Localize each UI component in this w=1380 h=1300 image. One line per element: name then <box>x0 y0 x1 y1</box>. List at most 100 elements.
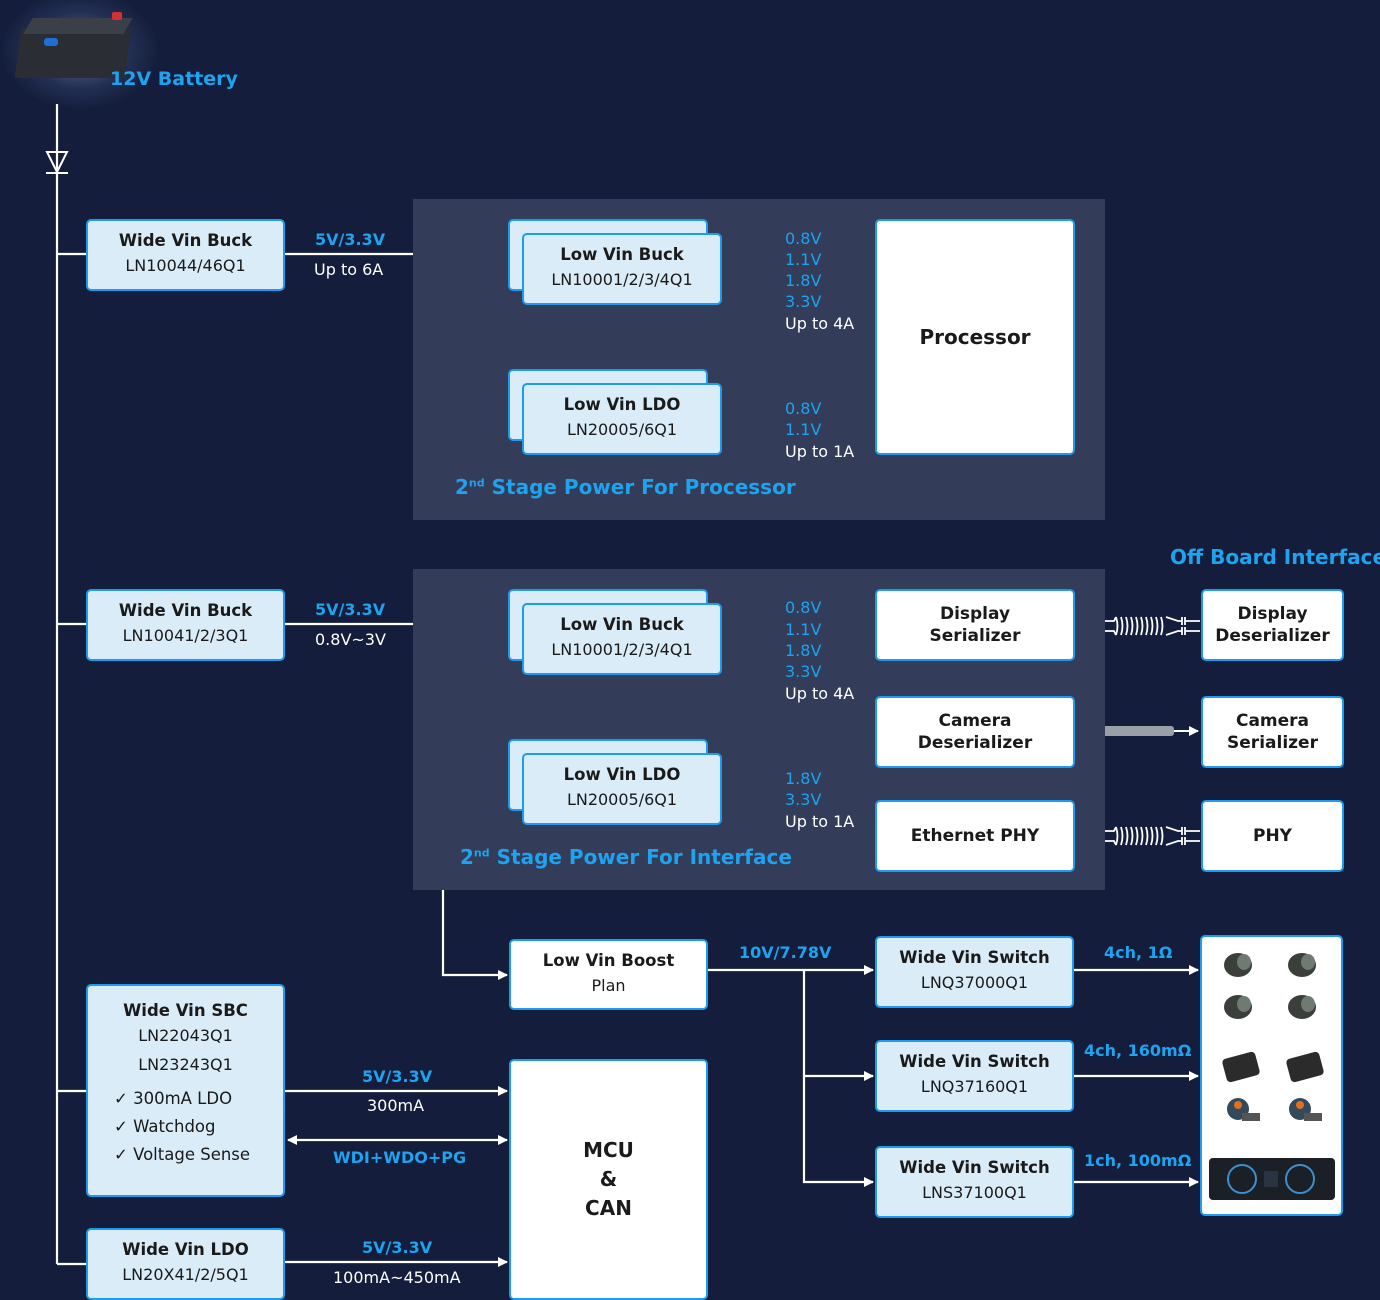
ldo-current: 100mA~450mA <box>333 1268 461 1287</box>
switch3-spec: 1ch, 100mΩ <box>1084 1151 1192 1170</box>
sbc-voltage: 5V/3.3V <box>362 1067 433 1086</box>
box-title: Wide Vin Switch <box>899 1052 1050 1071</box>
box-title: Low Vin LDO <box>563 395 681 414</box>
sbc-feature: Watchdog <box>114 1113 250 1141</box>
camera-deserializer[interactable]: Camera Deserializer <box>875 696 1075 768</box>
buck1-current: Up to 6A <box>314 260 384 279</box>
lvldo1-current: Up to 1A <box>785 442 855 461</box>
sensor-devices-panel <box>1200 935 1343 1216</box>
box-title: Wide Vin Buck <box>118 231 253 250</box>
switch1-spec: 4ch, 1Ω <box>1104 943 1173 962</box>
low-vin-buck-2[interactable]: Low Vin Buck LN10001/2/3/4Q1 <box>522 603 722 675</box>
wide-vin-switch-1[interactable]: Wide Vin Switch LNQ37000Q1 <box>875 936 1074 1008</box>
lvbuck1-out-3: 3.3V <box>785 292 822 311</box>
diode-symbol <box>45 151 69 175</box>
box-title: Wide Vin Buck <box>118 601 253 620</box>
lvbuck2-out-1: 1.1V <box>785 620 822 639</box>
stage-number: 2 <box>455 475 469 499</box>
box-title: Wide Vin Switch <box>899 1158 1050 1177</box>
stage-suffix: nd <box>473 846 490 860</box>
mcu-line3: CAN <box>585 1196 632 1220</box>
box-line2: Serializer <box>929 626 1021 646</box>
sbc-feature: Voltage Sense <box>114 1141 250 1169</box>
wide-vin-buck-1[interactable]: Wide Vin Buck LN10044/46Q1 <box>86 219 285 291</box>
box-part: LNQ37000Q1 <box>920 973 1029 992</box>
box-line1: Display <box>1237 604 1308 624</box>
low-vin-ldo-1[interactable]: Low Vin LDO LN20005/6Q1 <box>522 383 722 455</box>
ethernet-phy[interactable]: Ethernet PHY <box>875 800 1075 872</box>
box-sub: Plan <box>591 975 626 995</box>
box-title: Low Vin Buck <box>560 245 684 264</box>
mcu-line2: & <box>599 1167 618 1191</box>
lvldo1-out-1: 1.1V <box>785 420 822 439</box>
box-part: LNQ37160Q1 <box>920 1077 1029 1096</box>
box-title: Low Vin Boost <box>542 950 675 970</box>
lvldo2-out-1: 3.3V <box>785 790 822 809</box>
processor-stage-label: 2nd Stage Power For Processor <box>455 475 796 499</box>
ldo-voltage: 5V/3.3V <box>362 1238 433 1257</box>
lvbuck1-current: Up to 4A <box>785 314 855 333</box>
box-line1: Display <box>939 604 1011 624</box>
box-label: Ethernet PHY <box>910 826 1040 846</box>
lvbuck1-out-2: 1.8V <box>785 271 822 290</box>
wide-vin-switch-3[interactable]: Wide Vin Switch LNS37100Q1 <box>875 1146 1074 1218</box>
sbc-feature-list: 300mA LDO Watchdog Voltage Sense <box>114 1085 250 1169</box>
lvbuck1-out-1: 1.1V <box>785 250 822 269</box>
switch2-spec: 4ch, 160mΩ <box>1084 1041 1192 1060</box>
off-board-interface-label: Off Board Interface <box>1170 545 1380 569</box>
lvbuck1-out-0: 0.8V <box>785 229 822 248</box>
wide-vin-ldo[interactable]: Wide Vin LDO LN20X41/2/5Q1 <box>86 1228 285 1300</box>
box-line1: Camera <box>1235 711 1310 731</box>
low-vin-buck-1[interactable]: Low Vin Buck LN10001/2/3/4Q1 <box>522 233 722 305</box>
box-part: LN10044/46Q1 <box>125 256 246 275</box>
lvbuck2-out-0: 0.8V <box>785 598 822 617</box>
display-deserializer[interactable]: Display Deserializer <box>1201 589 1344 661</box>
lvbuck2-current: Up to 4A <box>785 684 855 703</box>
low-vin-ldo-2[interactable]: Low Vin LDO LN20005/6Q1 <box>522 753 722 825</box>
box-part: LN20X41/2/5Q1 <box>122 1265 249 1284</box>
box-part: LN10001/2/3/4Q1 <box>551 640 693 659</box>
boost-to-switch2 <box>802 970 874 1081</box>
box-label: PHY <box>1253 826 1292 846</box>
lvldo2-current: Up to 1A <box>785 812 855 831</box>
box-title: Low Vin LDO <box>563 765 681 784</box>
box-part: LN20005/6Q1 <box>566 790 678 809</box>
box-title: Low Vin Buck <box>560 615 684 634</box>
sbc-current: 300mA <box>367 1096 425 1115</box>
wide-vin-switch-2[interactable]: Wide Vin Switch LNQ37160Q1 <box>875 1040 1074 1112</box>
lvldo1-out-0: 0.8V <box>785 399 822 418</box>
processor-box[interactable]: Processor <box>875 219 1075 455</box>
box-line2: Deserializer <box>1215 626 1330 646</box>
lvldo2-out-0: 1.8V <box>785 769 822 788</box>
stage-text: Stage Power For Interface <box>489 845 792 869</box>
wide-vin-buck-2[interactable]: Wide Vin Buck LN10041/2/3Q1 <box>86 589 285 661</box>
mcu-line1: MCU <box>583 1138 634 1162</box>
buck2-range: 0.8V~3V <box>315 630 386 649</box>
interface-stage-label: 2nd Stage Power For Interface <box>460 845 792 869</box>
box-part: LN10001/2/3/4Q1 <box>551 270 693 289</box>
camera-serializer[interactable]: Camera Serializer <box>1201 696 1344 768</box>
stage-suffix: nd <box>468 476 485 490</box>
box-line1: Camera <box>938 711 1012 731</box>
box-title: Wide Vin LDO <box>122 1240 249 1259</box>
display-serializer[interactable]: Display Serializer <box>875 589 1075 661</box>
lvbuck2-out-2: 1.8V <box>785 641 822 660</box>
box-part: LN20005/6Q1 <box>566 420 678 439</box>
processor-label: Processor <box>919 325 1031 349</box>
mcu-can-box[interactable]: MCU & CAN <box>509 1059 708 1300</box>
lvbuck2-out-3: 3.3V <box>785 662 822 681</box>
box-title: Wide Vin Switch <box>899 948 1050 967</box>
buck2-voltage: 5V/3.3V <box>315 600 386 619</box>
low-vin-boost[interactable]: Low Vin Boost Plan <box>509 939 708 1010</box>
boost-to-switch3 <box>802 1076 874 1187</box>
box-title: Wide Vin SBC <box>123 1001 248 1020</box>
box-line2: Serializer <box>1227 733 1318 753</box>
stage-number: 2 <box>460 845 474 869</box>
wide-vin-sbc[interactable]: Wide Vin SBC LN22043Q1 LN23243Q1 300mA L… <box>86 984 285 1197</box>
camera-coax-cable <box>1100 726 1174 736</box>
phy-box[interactable]: PHY <box>1201 800 1344 872</box>
stage-text: Stage Power For Processor <box>484 475 796 499</box>
box-part: LN10041/2/3Q1 <box>122 626 249 645</box>
battery-label: 12V Battery <box>110 68 238 90</box>
box-part: LNS37100Q1 <box>922 1183 1027 1202</box>
